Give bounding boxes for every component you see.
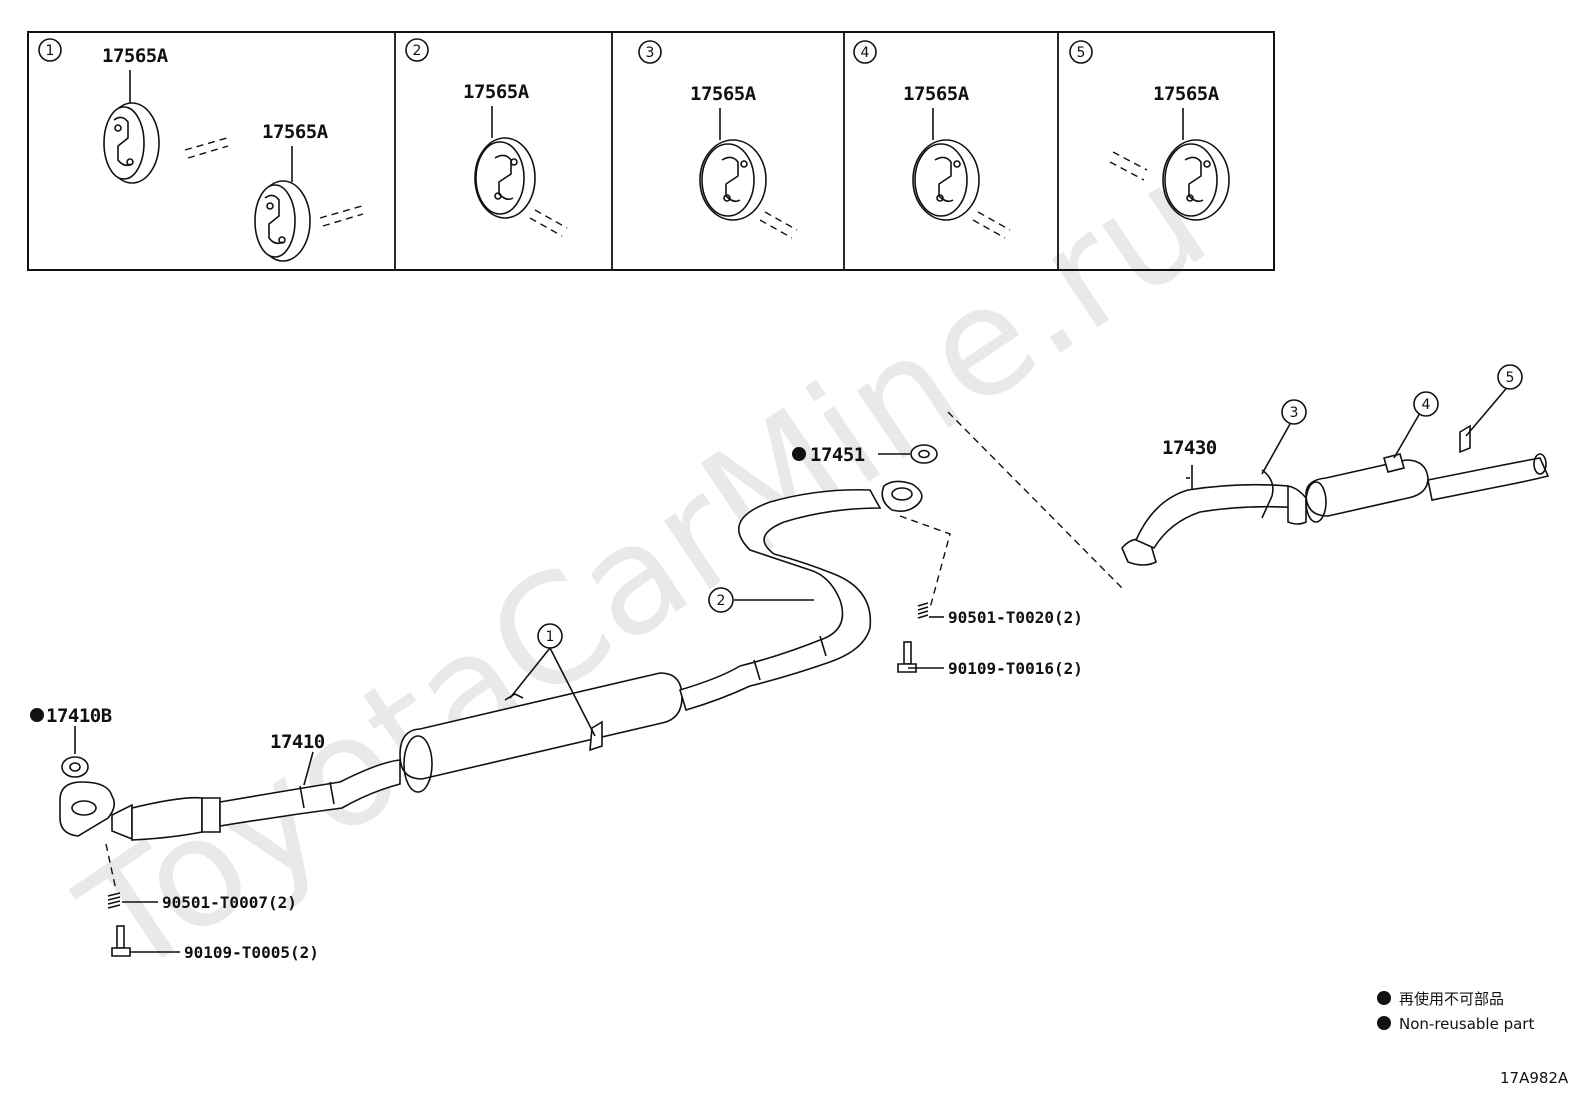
bolt-90109-T0016-icon xyxy=(897,641,917,673)
panel-number: 2 xyxy=(413,43,422,59)
part-label-17451: 17451 xyxy=(810,444,865,466)
part-label-17565A: 17565A xyxy=(463,81,530,103)
svg-text:3: 3 xyxy=(1290,405,1299,421)
legend: 再使用不可部品 Non-reusable part xyxy=(1377,990,1534,1033)
part-label-90109-T0005: 90109-T0005(2) xyxy=(184,943,319,962)
hanger-rubber-icon xyxy=(912,139,980,221)
inset-panel-2: 2 17565A xyxy=(405,38,568,237)
legend-dot-icon xyxy=(1377,1016,1391,1030)
part-label-17565A: 17565A xyxy=(903,83,970,105)
non-reusable-dot-icon xyxy=(30,708,44,722)
hanger-rubber-icon xyxy=(474,137,536,219)
svg-text:1: 1 xyxy=(546,629,555,645)
legend-text-jp: 再使用不可部品 xyxy=(1399,990,1504,1008)
panel-number: 4 xyxy=(861,45,870,61)
part-label-17565A: 17565A xyxy=(102,45,169,67)
legend-text-en: Non-reusable part xyxy=(1399,1015,1534,1033)
spring-90501-T0020-icon xyxy=(917,602,929,619)
part-label-90501-T0020: 90501-T0020(2) xyxy=(948,608,1083,627)
inset-panel-4: 4 17565A xyxy=(853,40,1011,239)
callout-5: 5 xyxy=(1497,364,1523,390)
inset-panel-1: 1 17565A 17565A xyxy=(38,38,364,262)
svg-text:4: 4 xyxy=(1422,397,1431,413)
inset-panels: 1 17565A 17565A 2 17565A xyxy=(27,31,1275,271)
part-label-90501-T0007: 90501-T0007(2) xyxy=(162,893,297,912)
front-exhaust-pipe-assembly xyxy=(59,480,923,841)
part-label-17565A: 17565A xyxy=(690,83,757,105)
diagram-code: 17A982A xyxy=(1500,1069,1569,1087)
spring-90501-T0007-icon xyxy=(107,892,121,909)
callout-3: 3 xyxy=(1281,399,1307,425)
gasket-17451-icon xyxy=(910,444,938,464)
hanger-rubber-icon xyxy=(103,102,160,184)
panel-number: 3 xyxy=(646,45,655,61)
part-label-17565A: 17565A xyxy=(262,121,329,143)
part-label-17410B: 17410B xyxy=(46,705,112,727)
svg-text:5: 5 xyxy=(1506,370,1515,386)
callout-4: 4 xyxy=(1413,391,1439,417)
part-label-90109-T0016: 90109-T0016(2) xyxy=(948,659,1083,678)
tail-pipe-assembly xyxy=(1121,424,1550,566)
inset-panel-3: 3 17565A xyxy=(638,40,798,239)
inset-panel-5: 5 17565A xyxy=(1069,40,1230,221)
part-label-17565A: 17565A xyxy=(1153,83,1220,105)
part-label-17430: 17430 xyxy=(1162,437,1217,459)
svg-text:2: 2 xyxy=(717,593,726,609)
bolt-90109-T0005-icon xyxy=(111,925,131,957)
gasket-17410B-icon xyxy=(61,756,89,778)
legend-dot-icon xyxy=(1377,991,1391,1005)
hanger-rubber-icon xyxy=(1162,139,1230,221)
panel-number: 5 xyxy=(1077,45,1086,61)
callout-2: 2 xyxy=(708,587,734,613)
part-label-17410: 17410 xyxy=(270,731,325,753)
hanger-rubber-icon xyxy=(254,180,311,262)
non-reusable-dot-icon xyxy=(792,447,806,461)
panel-number: 1 xyxy=(46,43,55,59)
callout-1: 1 xyxy=(537,623,563,649)
hanger-rubber-icon xyxy=(699,139,767,221)
